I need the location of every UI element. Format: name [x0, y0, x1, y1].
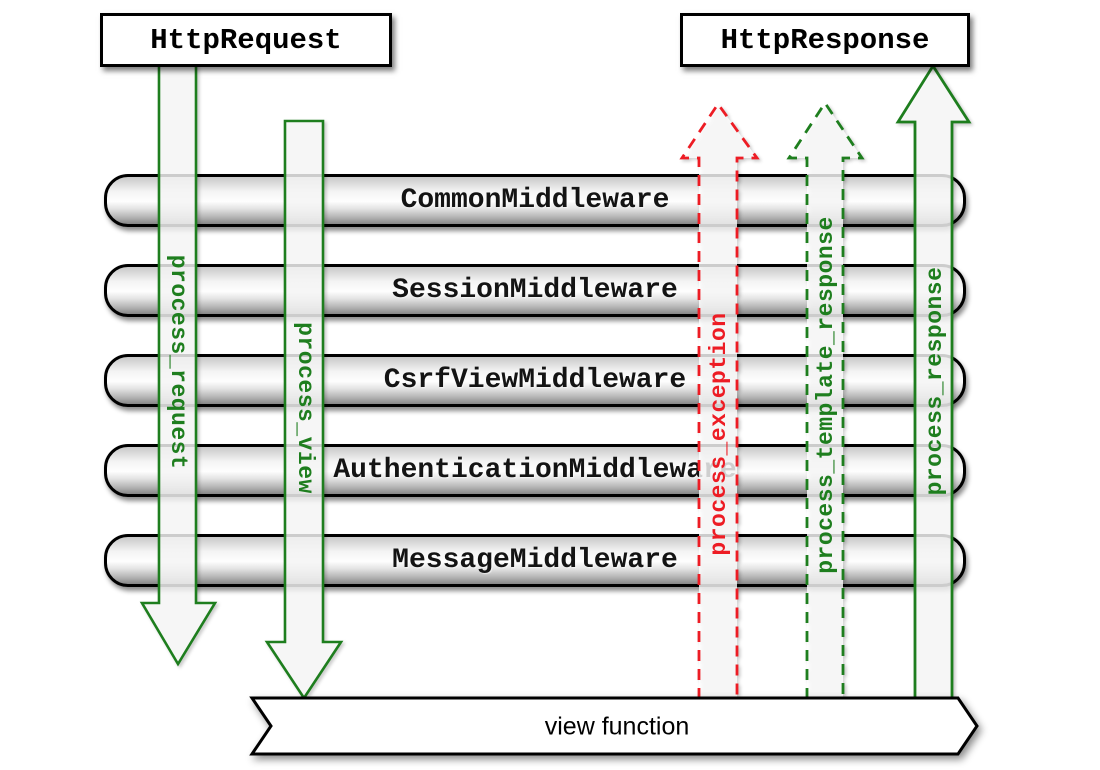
- process-view-arrow: [264, 119, 344, 701]
- middleware-bar-label: CommonMiddleware: [400, 185, 670, 216]
- middleware-bar-label: MessageMiddleware: [392, 545, 678, 576]
- process-request-arrow: [139, 64, 218, 667]
- view-function-ribbon-shape: [249, 696, 979, 756]
- middleware-bar-label: CsrfViewMiddleware: [383, 365, 687, 396]
- process-template-response-arrow: [786, 100, 865, 699]
- view-function-label: view function: [544, 712, 690, 741]
- http-request-label: HttpRequest: [150, 23, 342, 57]
- middleware-bar-label: SessionMiddleware: [392, 275, 678, 306]
- http-request-box: HttpRequest: [100, 13, 392, 67]
- middleware-bar-label: AuthenticationMiddleware: [333, 455, 737, 486]
- http-response-box: HttpResponse: [680, 13, 970, 67]
- process-exception-arrow: [679, 101, 760, 699]
- http-response-label: HttpResponse: [720, 23, 930, 57]
